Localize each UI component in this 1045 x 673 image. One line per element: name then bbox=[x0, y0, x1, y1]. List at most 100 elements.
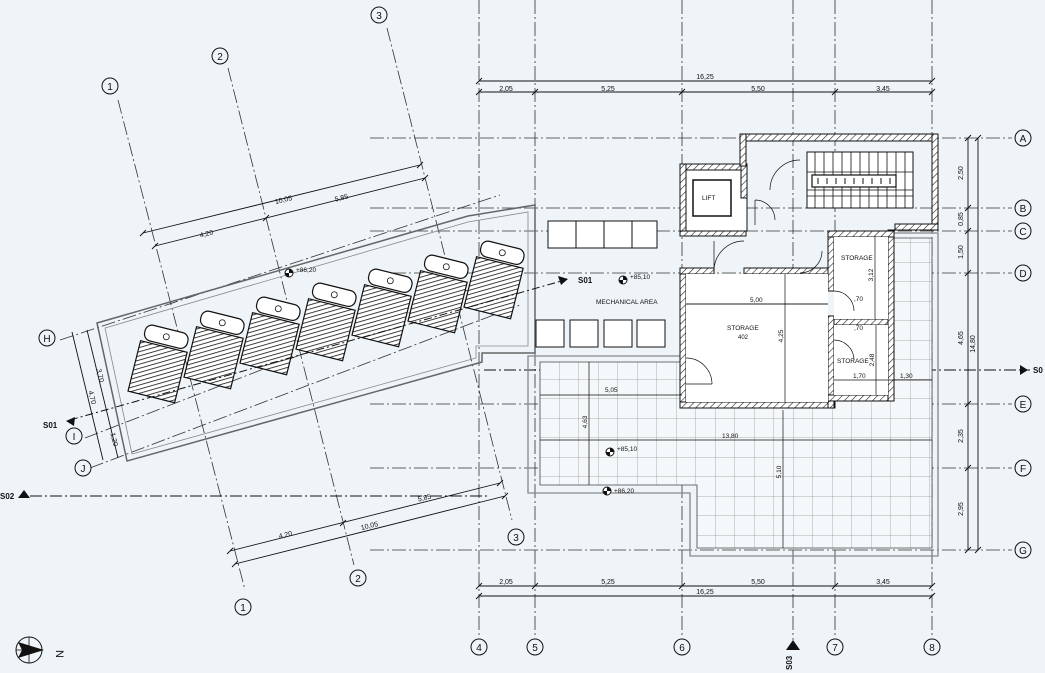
dim-bottom-seg2: 5,25 bbox=[601, 579, 615, 586]
axis-bubble-F: F bbox=[1014, 459, 1032, 477]
dim-70b: ,70 bbox=[854, 325, 863, 332]
dim-bottom-seg3: 5,50 bbox=[751, 579, 765, 586]
level-markers: +86,20 +85,10 +85,10 +86,20 bbox=[284, 267, 650, 496]
axis-bubble-H: H bbox=[38, 329, 56, 347]
svg-text:8: 8 bbox=[929, 643, 935, 654]
room-mechanical-label: MECHANICAL AREA bbox=[596, 299, 658, 306]
axis-bubble-8: 8 bbox=[923, 638, 941, 656]
dim-right-seg2: 0,85 bbox=[958, 212, 965, 226]
section-s01-left: S01 bbox=[43, 421, 58, 430]
angled-roof-slab bbox=[96, 204, 536, 462]
dim-rot-lower-b: 5,85 bbox=[417, 493, 432, 503]
top-dimensions: 16,25 2,05 5,25 5,50 3,45 bbox=[475, 74, 936, 96]
dim-right-seg1: 2,50 bbox=[958, 166, 965, 180]
dim-right-seg3: 1,50 bbox=[958, 245, 965, 259]
room-storage-main-code: 402 bbox=[738, 335, 749, 341]
room-storage-top-label: STORAGE bbox=[841, 255, 873, 262]
dim-right-total: 14,80 bbox=[970, 335, 977, 353]
svg-text:+85,10: +85,10 bbox=[617, 446, 637, 453]
rotated-dim-lower: 4,20 5,85 10,05 bbox=[226, 479, 509, 568]
svg-text:+85,10: +85,10 bbox=[630, 274, 650, 281]
room-storage-main-label: STORAGE bbox=[727, 325, 759, 332]
dim-130: 1,30 bbox=[900, 373, 913, 380]
level-marker: +86,20 bbox=[284, 267, 316, 278]
mechanical-area: MECHANICAL AREA bbox=[535, 220, 666, 348]
dim-bottom-total: 16,25 bbox=[696, 589, 714, 596]
svg-text:2: 2 bbox=[217, 52, 223, 63]
svg-text:B: B bbox=[1020, 204, 1027, 215]
svg-text:+86,20: +86,20 bbox=[614, 488, 634, 495]
dim-312: 3,12 bbox=[868, 268, 875, 281]
north-label: N bbox=[53, 650, 65, 658]
svg-text:1: 1 bbox=[107, 82, 113, 93]
svg-text:6: 6 bbox=[679, 643, 685, 654]
solar-panel bbox=[239, 296, 301, 376]
section-s02: S02 bbox=[0, 492, 15, 501]
axis-bubble-3-top: 3 bbox=[370, 6, 388, 24]
room-storage-small-label: STORAGE bbox=[837, 358, 869, 365]
axis-bubble-6: 6 bbox=[673, 638, 691, 656]
dim-rot-lower-total: 10,05 bbox=[360, 521, 379, 532]
svg-text:C: C bbox=[1019, 227, 1026, 238]
bottom-dimensions: 2,05 5,25 5,50 3,45 16,25 bbox=[475, 579, 936, 600]
svg-text:3: 3 bbox=[376, 11, 382, 22]
dim-505: 5,05 bbox=[605, 387, 618, 394]
dim-510: 5,10 bbox=[776, 465, 783, 478]
section-line-s01: S01 S01 bbox=[43, 276, 593, 430]
right-dimensions: 2,50 0,85 1,50 4,65 2,35 2,95 14,80 bbox=[958, 134, 982, 554]
axis-bubble-4: 4 bbox=[470, 638, 488, 656]
dim-bottom-seg1: 2,05 bbox=[499, 579, 513, 586]
solar-panel bbox=[183, 310, 245, 390]
axis-bubble-B: B bbox=[1014, 199, 1032, 217]
dim-rot-lower-a: 4,20 bbox=[278, 530, 293, 540]
dim-463: 4,63 bbox=[582, 415, 589, 428]
svg-text:+86,20: +86,20 bbox=[296, 267, 316, 274]
dim-top-seg2: 5,25 bbox=[601, 86, 615, 93]
level-marker: +86,20 bbox=[602, 486, 634, 496]
axis-bubble-D: D bbox=[1014, 264, 1032, 282]
solar-panel bbox=[295, 282, 357, 362]
svg-text:D: D bbox=[1019, 269, 1026, 280]
dim-rot-upper-a: 4,20 bbox=[199, 229, 214, 239]
rotated-dim-upper: 10,05 4,20 5,85 bbox=[139, 161, 429, 250]
axis-bubble-5: 5 bbox=[526, 638, 544, 656]
dim-right-seg5: 2,35 bbox=[958, 429, 965, 443]
dim-425: 4,25 bbox=[778, 329, 785, 342]
svg-text:3: 3 bbox=[513, 533, 519, 544]
room-lift-label: LIFT bbox=[702, 195, 715, 202]
axis-bubbles-vertical: 4 5 6 7 8 bbox=[470, 638, 941, 656]
solar-panel bbox=[127, 324, 189, 404]
svg-text:F: F bbox=[1020, 464, 1026, 475]
dim-rot-left-c: 1,20 bbox=[108, 432, 118, 447]
axis-bubble-1-bottom: 1 bbox=[234, 598, 252, 616]
svg-text:4: 4 bbox=[476, 643, 482, 654]
interior-dimensions: 5,00 4,25 5,05 4,63 13,80 5,10 3,12 ,70 … bbox=[540, 237, 932, 548]
axis-bubbles-rotated: 1 2 3 1 2 3 H I J bbox=[38, 6, 525, 616]
axis-bubble-I: I bbox=[65, 427, 83, 445]
axis-bubble-2-bottom: 2 bbox=[349, 569, 367, 587]
solar-panel bbox=[351, 268, 413, 348]
north-arrow-icon: N bbox=[15, 636, 65, 664]
solar-panel bbox=[463, 240, 525, 320]
axis-bubble-1-top: 1 bbox=[101, 77, 119, 95]
rotated-dim-left: 3,70 4,70 1,20 bbox=[71, 329, 119, 461]
dim-rot-upper-total: 10,05 bbox=[274, 195, 293, 206]
axis-bubble-J: J bbox=[74, 459, 92, 477]
axis-bubble-A: A bbox=[1014, 129, 1032, 147]
section-s0-right: S0 bbox=[1033, 366, 1043, 375]
dim-top-seg4: 3,45 bbox=[876, 86, 890, 93]
dim-500: 5,00 bbox=[750, 297, 763, 304]
svg-text:G: G bbox=[1019, 546, 1027, 557]
svg-text:A: A bbox=[1020, 134, 1027, 145]
dim-top-total: 16,25 bbox=[696, 74, 714, 81]
dim-rot-left-a: 3,70 bbox=[94, 368, 104, 383]
axis-bubble-7: 7 bbox=[826, 638, 844, 656]
axis-bubble-C: C bbox=[1014, 222, 1032, 240]
solar-panel bbox=[407, 254, 469, 334]
section-line-s02: S02 bbox=[0, 490, 490, 501]
svg-text:7: 7 bbox=[832, 643, 838, 654]
dim-top-seg1: 2,05 bbox=[499, 86, 513, 93]
dim-70a: ,70 bbox=[854, 296, 863, 303]
section-line-s03: S03 bbox=[785, 640, 800, 670]
